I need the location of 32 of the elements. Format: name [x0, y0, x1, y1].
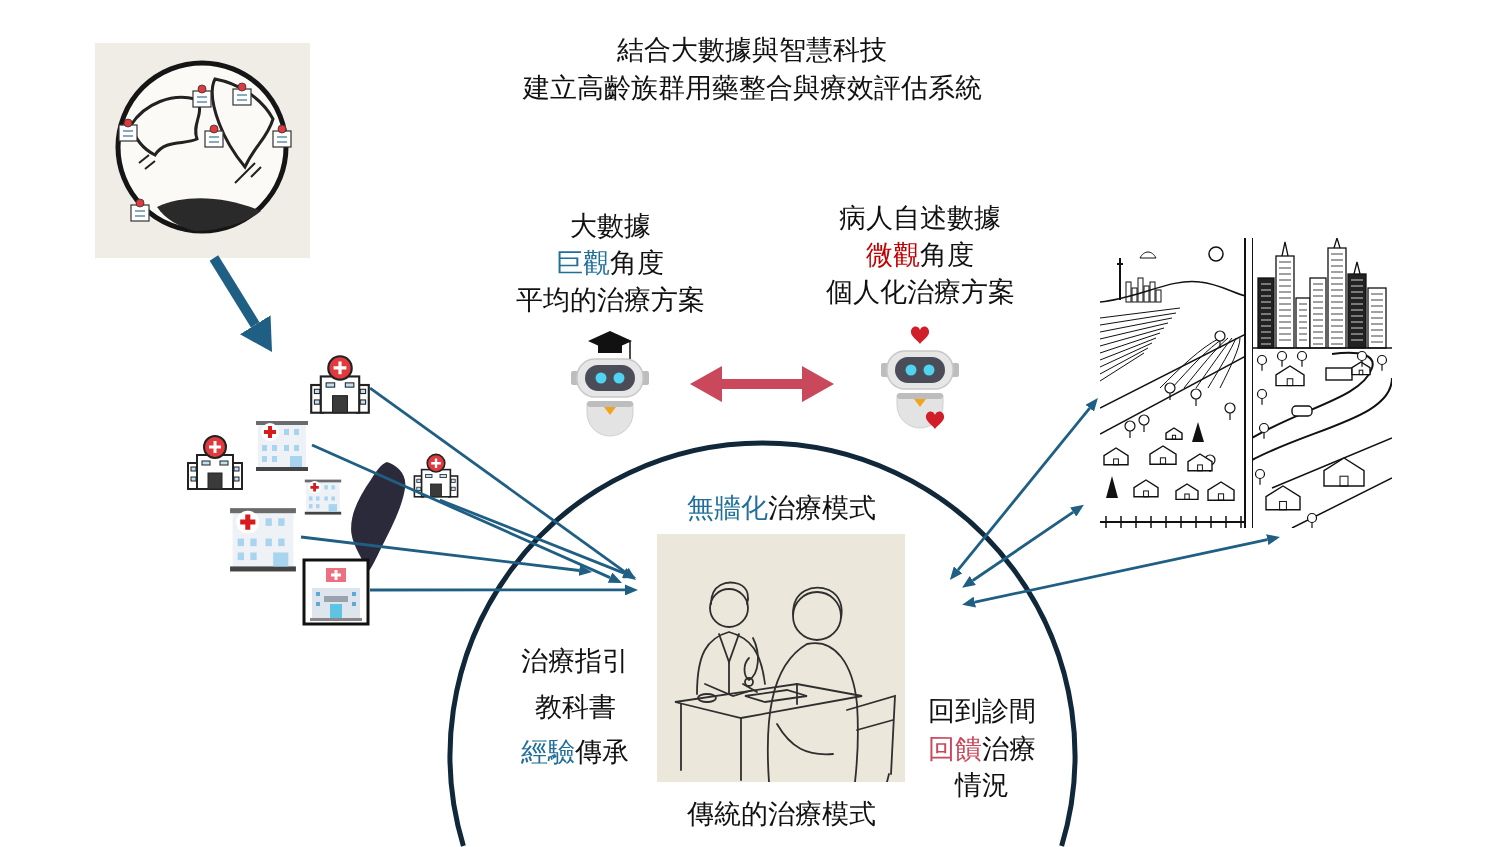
arrow: [439, 498, 637, 579]
arrow: [311, 443, 622, 583]
arrow: [962, 504, 1084, 588]
arrow: [209, 255, 273, 352]
hospital-icon: [185, 433, 245, 493]
label-text: 經驗傳承: [520, 736, 630, 769]
arrow: [949, 398, 1098, 580]
caption-text: 大數據: [569, 210, 651, 243]
label-text: 教科書: [533, 691, 617, 724]
caption-text: 傳統的治療模式: [685, 798, 877, 831]
caption-text: 個人化治療方案: [825, 276, 1015, 309]
arrow: [370, 584, 638, 596]
arrow: [962, 534, 1280, 608]
arrow: [300, 535, 593, 576]
label-text: 情況: [953, 769, 1010, 802]
caption-text: 病人自述數據: [839, 202, 1001, 235]
globe-drawing: [95, 43, 310, 258]
label-text: 治療指引: [520, 645, 630, 678]
city-drawing: [1252, 238, 1392, 528]
caption-text: 巨觀角度: [556, 247, 664, 280]
arrow: [369, 387, 637, 580]
heading-text: 無牆化治療模式: [686, 492, 876, 525]
hospital-icon: [302, 558, 370, 626]
countryside-drawing: [1100, 238, 1246, 528]
label-text: 回到診間: [927, 695, 1037, 728]
caption-text: 微觀角度: [866, 239, 974, 272]
hospital-icon: [412, 452, 460, 500]
caption-text: 平均的治療方案: [515, 284, 705, 317]
label-text: 回饋治療: [927, 733, 1037, 766]
arrow: [690, 366, 834, 403]
hospital-icon: [308, 353, 372, 417]
title-text: 結合大數據與智慧科技建立高齡族群用藥整合與療效評估系統: [521, 34, 983, 105]
